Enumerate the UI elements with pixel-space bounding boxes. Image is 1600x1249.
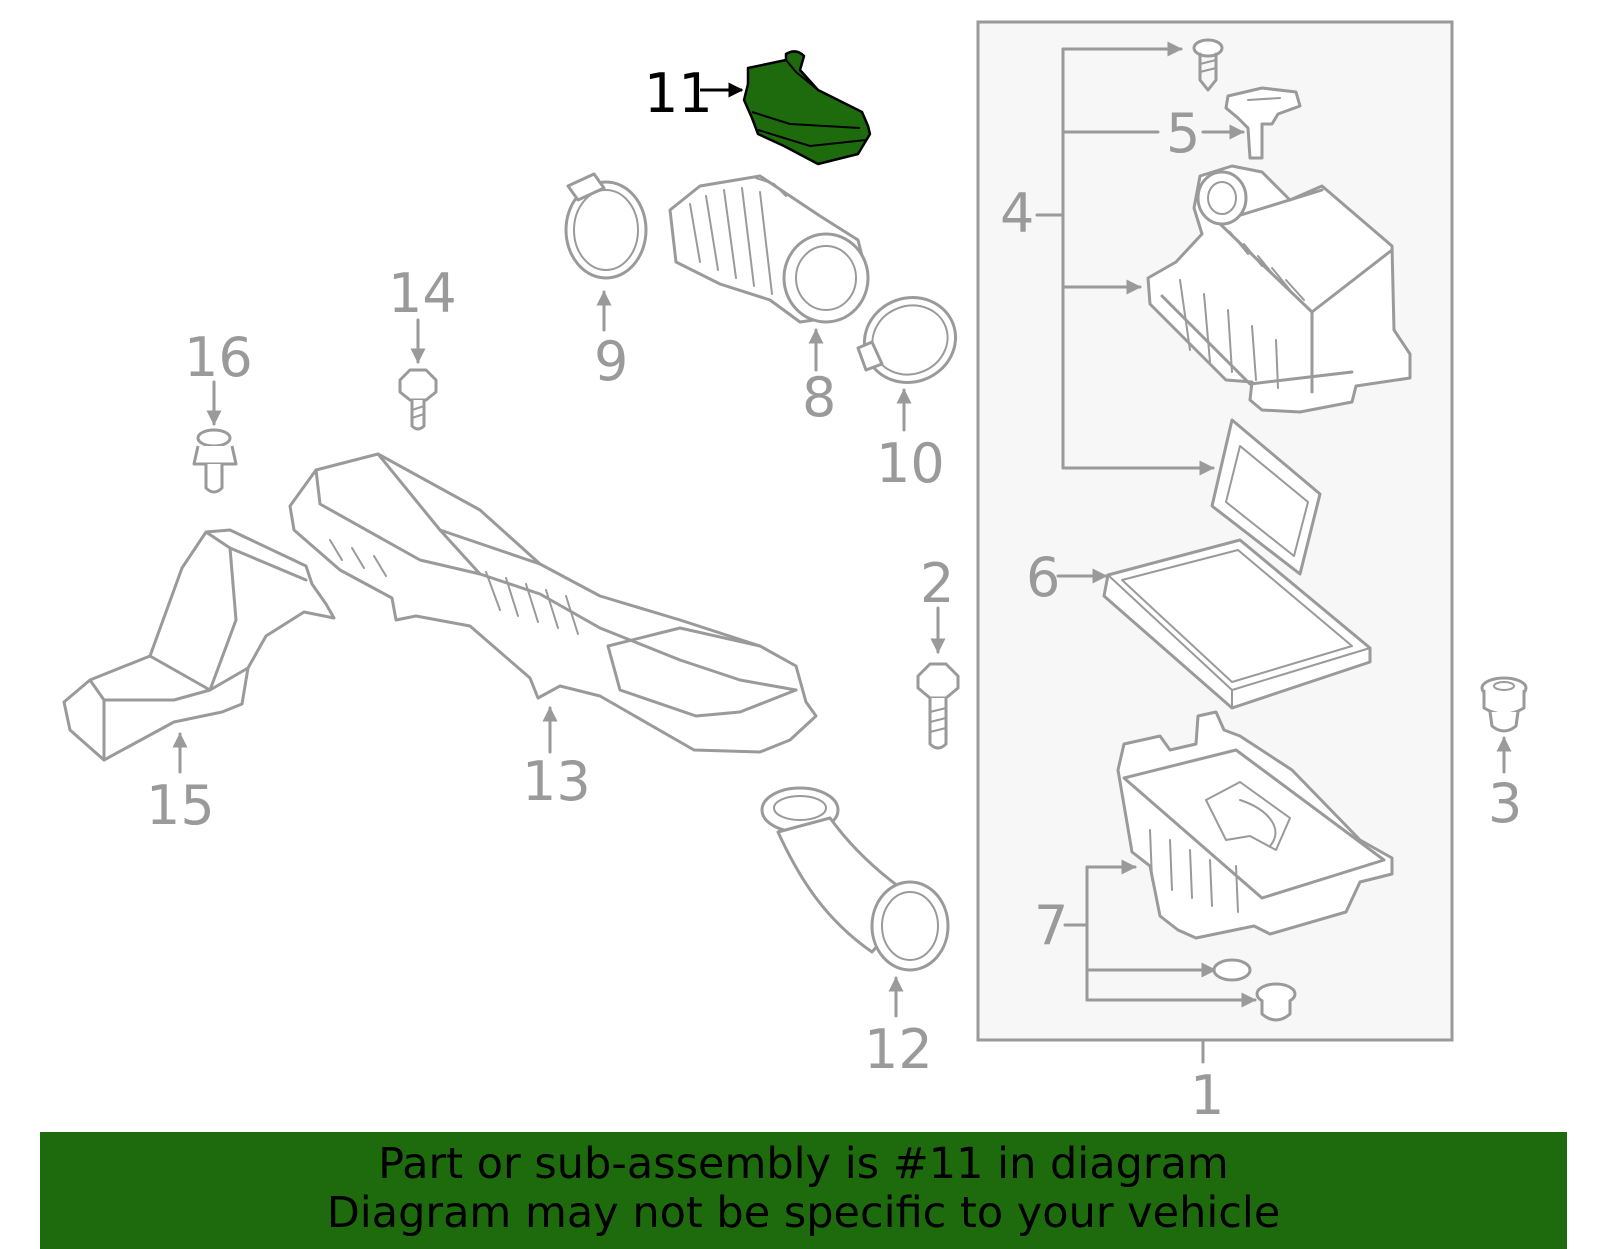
part-5-clip <box>1224 86 1302 160</box>
part-7-leaders <box>1063 859 1257 1008</box>
info-banner: Part or sub-assembly is #11 in diagram D… <box>40 1132 1567 1249</box>
part-6-filter-element <box>1102 538 1372 710</box>
banner-line-2: Diagram may not be specific to your vehi… <box>326 1188 1281 1238</box>
part-13-duct <box>288 452 818 754</box>
part-4-leaders <box>1035 41 1245 476</box>
callout-5: 5 <box>1166 102 1200 165</box>
callout-3: 3 <box>1488 772 1522 835</box>
screw-part <box>1192 38 1224 92</box>
part-7-lower-case <box>1116 710 1394 940</box>
callout-16: 16 <box>184 326 253 389</box>
part-2-bolt <box>916 662 960 750</box>
part-4-upper-case <box>1146 164 1412 414</box>
part-11-highlighted <box>742 50 872 166</box>
callout-2: 2 <box>920 552 954 615</box>
part-7-grommet <box>1255 982 1297 1022</box>
callout-7: 7 <box>1034 894 1068 957</box>
callout-12: 12 <box>864 1018 933 1081</box>
callout-14: 14 <box>388 262 457 325</box>
part-12-hose <box>760 786 950 972</box>
part-9-clamp <box>564 172 648 280</box>
banner-line-1: Part or sub-assembly is #11 in diagram <box>378 1139 1229 1189</box>
part-10-clamp <box>856 296 958 384</box>
callout-10: 10 <box>876 432 945 495</box>
part-3-grommet <box>1480 676 1528 733</box>
callout-13: 13 <box>522 750 591 813</box>
callout-1: 1 <box>1190 1064 1224 1127</box>
callout-8: 8 <box>802 366 836 429</box>
part-7-ring <box>1212 958 1252 982</box>
part-15-duct <box>62 528 336 762</box>
callout-6: 6 <box>1026 546 1060 609</box>
callout-4: 4 <box>1000 182 1034 245</box>
part-8-boot <box>668 174 870 324</box>
part-4-filter-frame <box>1210 418 1322 576</box>
part-16-clip <box>192 428 238 494</box>
callout-9: 9 <box>594 330 628 393</box>
part-14-bolt <box>398 368 438 431</box>
callout-11: 11 <box>644 62 713 125</box>
callout-15: 15 <box>146 774 215 837</box>
